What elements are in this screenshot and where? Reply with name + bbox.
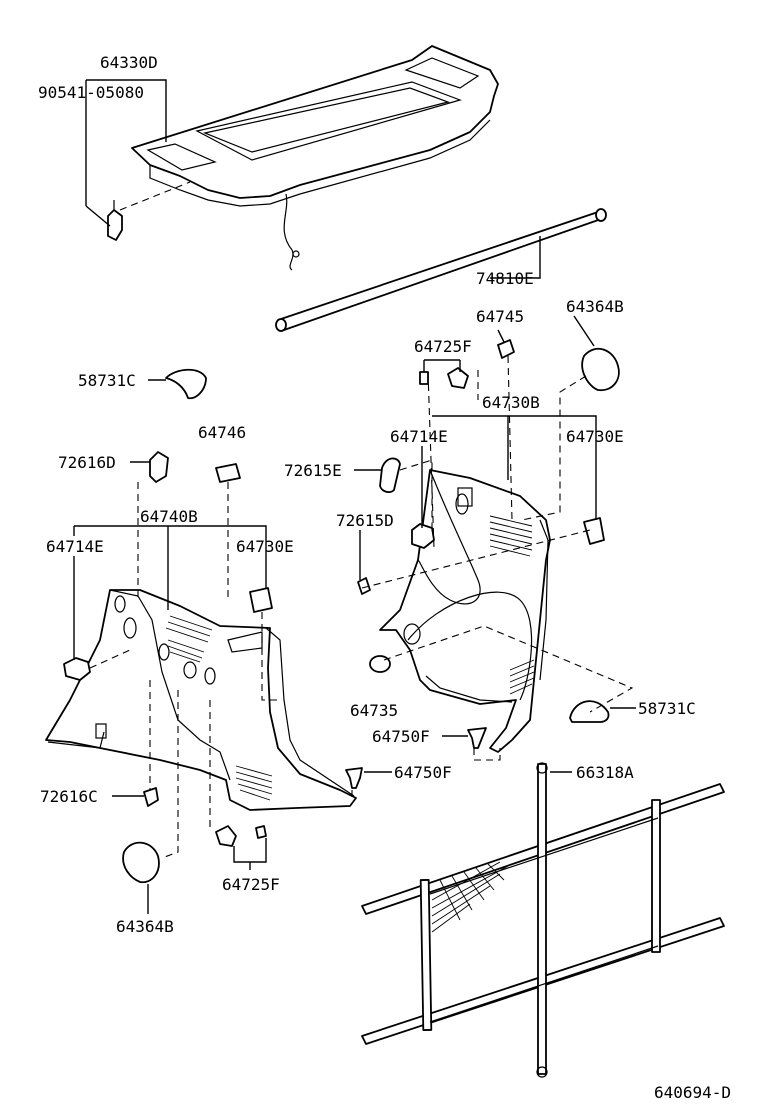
label-74810e: 74810E [476,269,534,288]
right-side-trim-panel [379,469,551,753]
shelf-leaders [85,79,167,227]
package-tray-shelf [131,45,499,271]
label-90541-05080: 90541-05080 [38,83,144,102]
left-dashed-lines [73,379,392,914]
right-small-parts [357,339,620,749]
label-64730b: 64730B [482,393,540,412]
label-64714e-right: 64714E [390,427,448,446]
label-72616c: 72616C [40,787,98,806]
right-dashed-lines [354,315,636,761]
label-58731c-left: 58731C [78,371,136,390]
left-side-trim-panel [45,589,357,811]
label-72615e: 72615E [284,461,342,480]
label-64745: 64745 [476,307,524,326]
diagram-code: 640694-D [654,1083,731,1102]
label-72615d: 72615D [336,511,394,530]
label-64364b-left: 64364B [116,917,174,936]
label-64746: 64746 [198,423,246,442]
label-64364b-right: 64364B [566,297,624,316]
clip-90541 [107,181,191,241]
label-64730e-left: 64730E [236,537,294,556]
left-small-parts [63,368,363,884]
label-58731c-right: 58731C [638,699,696,718]
label-64730e-right: 64730E [566,427,624,446]
label-72616d: 72616D [58,453,116,472]
label-64750f-left: 64750F [394,763,452,782]
label-64330d: 64330D [100,53,158,72]
part-labels: 64330D 90541-05080 74810E 64745 64364B 6… [38,53,731,1102]
label-64714e-left: 64714E [46,537,104,556]
cargo-net [361,762,725,1078]
cover-rod [275,208,607,332]
label-66318a: 66318A [576,763,634,782]
label-64725f-left: 64725F [222,875,280,894]
label-64740b: 64740B [140,507,198,526]
label-64750f-right: 64750F [372,727,430,746]
label-64725f-right: 64725F [414,337,472,356]
label-64735: 64735 [350,701,398,720]
